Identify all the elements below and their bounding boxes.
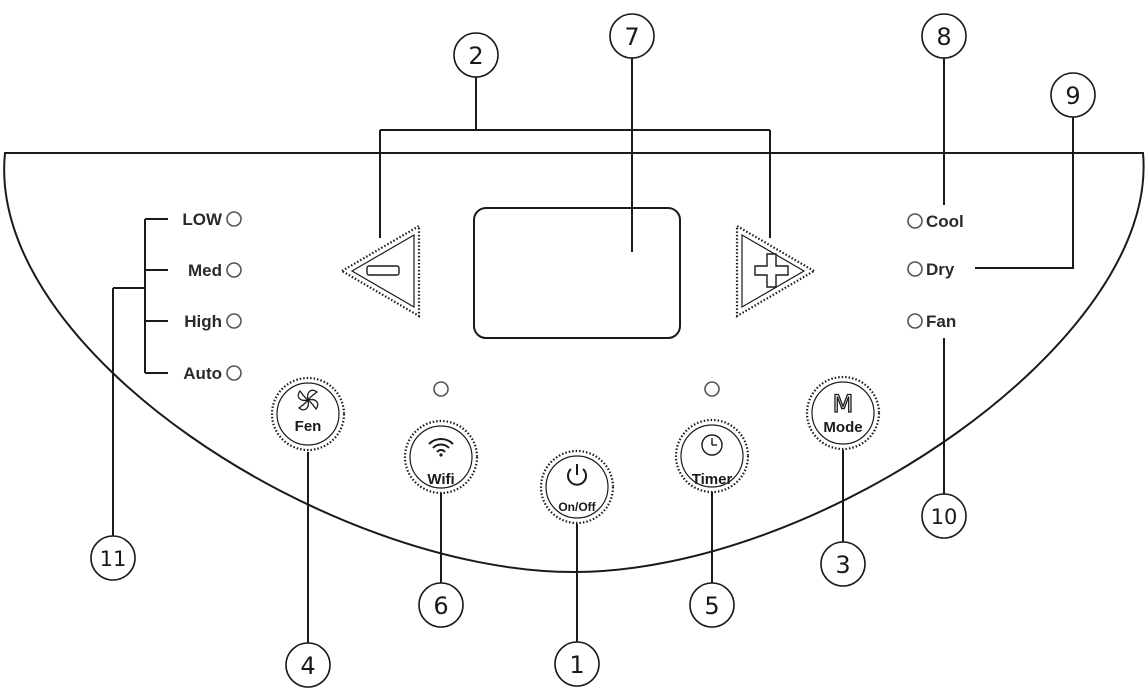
mode-button-label: Mode [823, 419, 862, 436]
fan-button[interactable]: Fen [270, 376, 346, 452]
svg-text:10: 10 [931, 505, 958, 529]
callout-1: 1 [554, 641, 600, 687]
svg-text:11: 11 [100, 547, 127, 571]
callout-11-bracket [112, 218, 168, 536]
callout-3: 3 [820, 541, 866, 587]
mode-label-dry: Dry [926, 260, 955, 279]
speed-led-med [226, 262, 242, 278]
clock-icon [701, 434, 723, 456]
callout-8: 8 [921, 13, 967, 59]
speed-led-auto [226, 365, 242, 381]
mode-led-cool [907, 213, 923, 229]
callout-5: 5 [689, 582, 735, 628]
speed-label-low: LOW [182, 210, 223, 229]
power-icon [567, 464, 587, 486]
callout-10: 10 [921, 493, 967, 539]
svg-text:9: 9 [1065, 82, 1080, 110]
svg-text:2: 2 [468, 42, 483, 70]
mode-led-dry [907, 261, 923, 277]
minus-icon [366, 265, 400, 276]
svg-text:6: 6 [433, 592, 448, 620]
callout-6: 6 [418, 582, 464, 628]
fan-icon [297, 389, 319, 411]
timer-led [704, 381, 720, 397]
speed-led-low [226, 211, 242, 227]
wifi-led [433, 381, 449, 397]
wifi-button-label: Wifi [427, 471, 454, 488]
mode-icon: M [833, 390, 854, 418]
svg-text:8: 8 [936, 23, 951, 51]
speed-label-med: Med [188, 261, 222, 280]
wifi-icon [428, 438, 454, 457]
fan-button-label: Fen [295, 418, 322, 435]
callout-2: 2 [453, 32, 499, 78]
mode-indicators: Cool Dry Fan [907, 212, 964, 331]
svg-text:1: 1 [569, 651, 584, 679]
speed-label-auto: Auto [183, 364, 222, 383]
timer-button[interactable]: Timer [674, 418, 750, 494]
svg-text:3: 3 [835, 551, 850, 579]
svg-text:7: 7 [624, 23, 639, 51]
speed-led-high [226, 313, 242, 329]
callout-9-leader [975, 117, 1074, 269]
minus-button[interactable] [339, 224, 421, 318]
mode-label-fan: Fan [926, 312, 956, 331]
plus-button[interactable] [735, 224, 817, 318]
plus-icon [754, 253, 789, 288]
svg-text:4: 4 [300, 652, 315, 680]
callout-2-bracket [379, 77, 771, 238]
mode-button[interactable]: M Mode [805, 375, 881, 451]
callout-9: 9 [1050, 72, 1096, 118]
power-button-label: On/Off [558, 500, 596, 514]
panel-outline [3, 152, 1145, 574]
mode-led-fan [907, 313, 923, 329]
speed-indicators: LOW Med High Auto [182, 210, 242, 383]
callout-4: 4 [285, 642, 331, 688]
power-button[interactable]: On/Off [539, 449, 615, 525]
timer-button-label: Timer [692, 471, 733, 488]
wifi-button[interactable]: Wifi [403, 419, 479, 495]
speed-label-high: High [184, 312, 222, 331]
callout-11: 11 [90, 535, 136, 581]
svg-text:5: 5 [704, 592, 719, 620]
mode-label-cool: Cool [926, 212, 964, 231]
callout-7: 7 [609, 13, 655, 59]
display-screen [473, 207, 681, 339]
